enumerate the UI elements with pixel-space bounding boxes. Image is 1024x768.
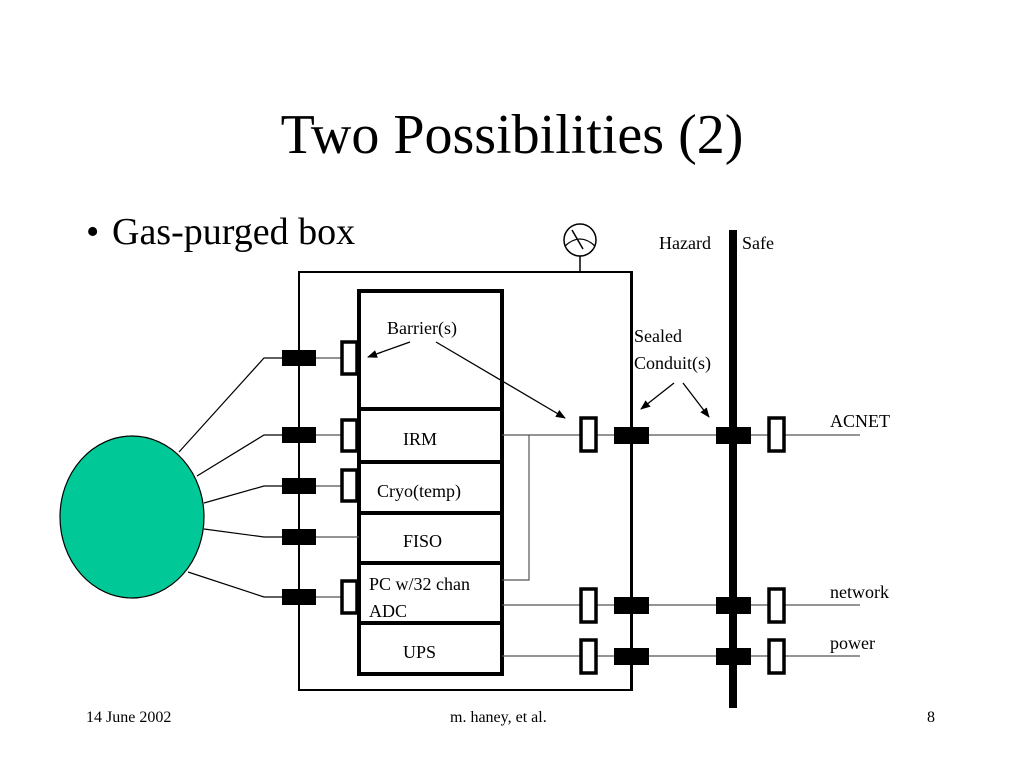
module-cryo-label: Cryo(temp) xyxy=(377,481,461,501)
hazard-safe-wall xyxy=(729,230,737,708)
sealed-label: Sealed xyxy=(634,326,682,346)
bullet-text: Gas-purged box xyxy=(112,211,356,253)
slide-title: Two Possibilities (2) xyxy=(280,104,744,166)
module-ups-label: UPS xyxy=(403,642,437,662)
bullet-marker: • xyxy=(86,211,100,253)
power-label: power xyxy=(830,633,875,653)
barriers-label: Barrier(s) xyxy=(387,318,457,338)
pressure-gauge-icon xyxy=(563,223,597,272)
detector-circle xyxy=(59,435,205,599)
annotation-arrows xyxy=(367,341,710,419)
hazard-label: Hazard xyxy=(659,233,711,253)
left-pass-throughs xyxy=(282,340,359,615)
detector-cabling xyxy=(178,357,285,598)
right-barriers xyxy=(579,416,786,675)
module-irm-label: IRM xyxy=(403,429,438,449)
bullet-item: • Gas-purged box xyxy=(86,208,355,256)
sealed-conduits xyxy=(614,427,751,665)
module-fiso-label: FISO xyxy=(403,531,443,551)
footer-date: 14 June 2002 xyxy=(86,709,172,726)
acnet-label: ACNET xyxy=(830,411,890,431)
footer-author: m. haney, et al. xyxy=(450,709,547,726)
module-pc-label-line1: PC w/32 chan xyxy=(369,574,470,594)
conduits-label: Conduit(s) xyxy=(634,353,712,373)
module-stack xyxy=(357,289,504,676)
safe-label: Safe xyxy=(742,233,774,253)
module-pc-label-line2: ADC xyxy=(369,601,408,621)
network-label: network xyxy=(830,582,889,602)
footer-page-number: 8 xyxy=(927,709,935,726)
output-wiring xyxy=(502,434,860,657)
